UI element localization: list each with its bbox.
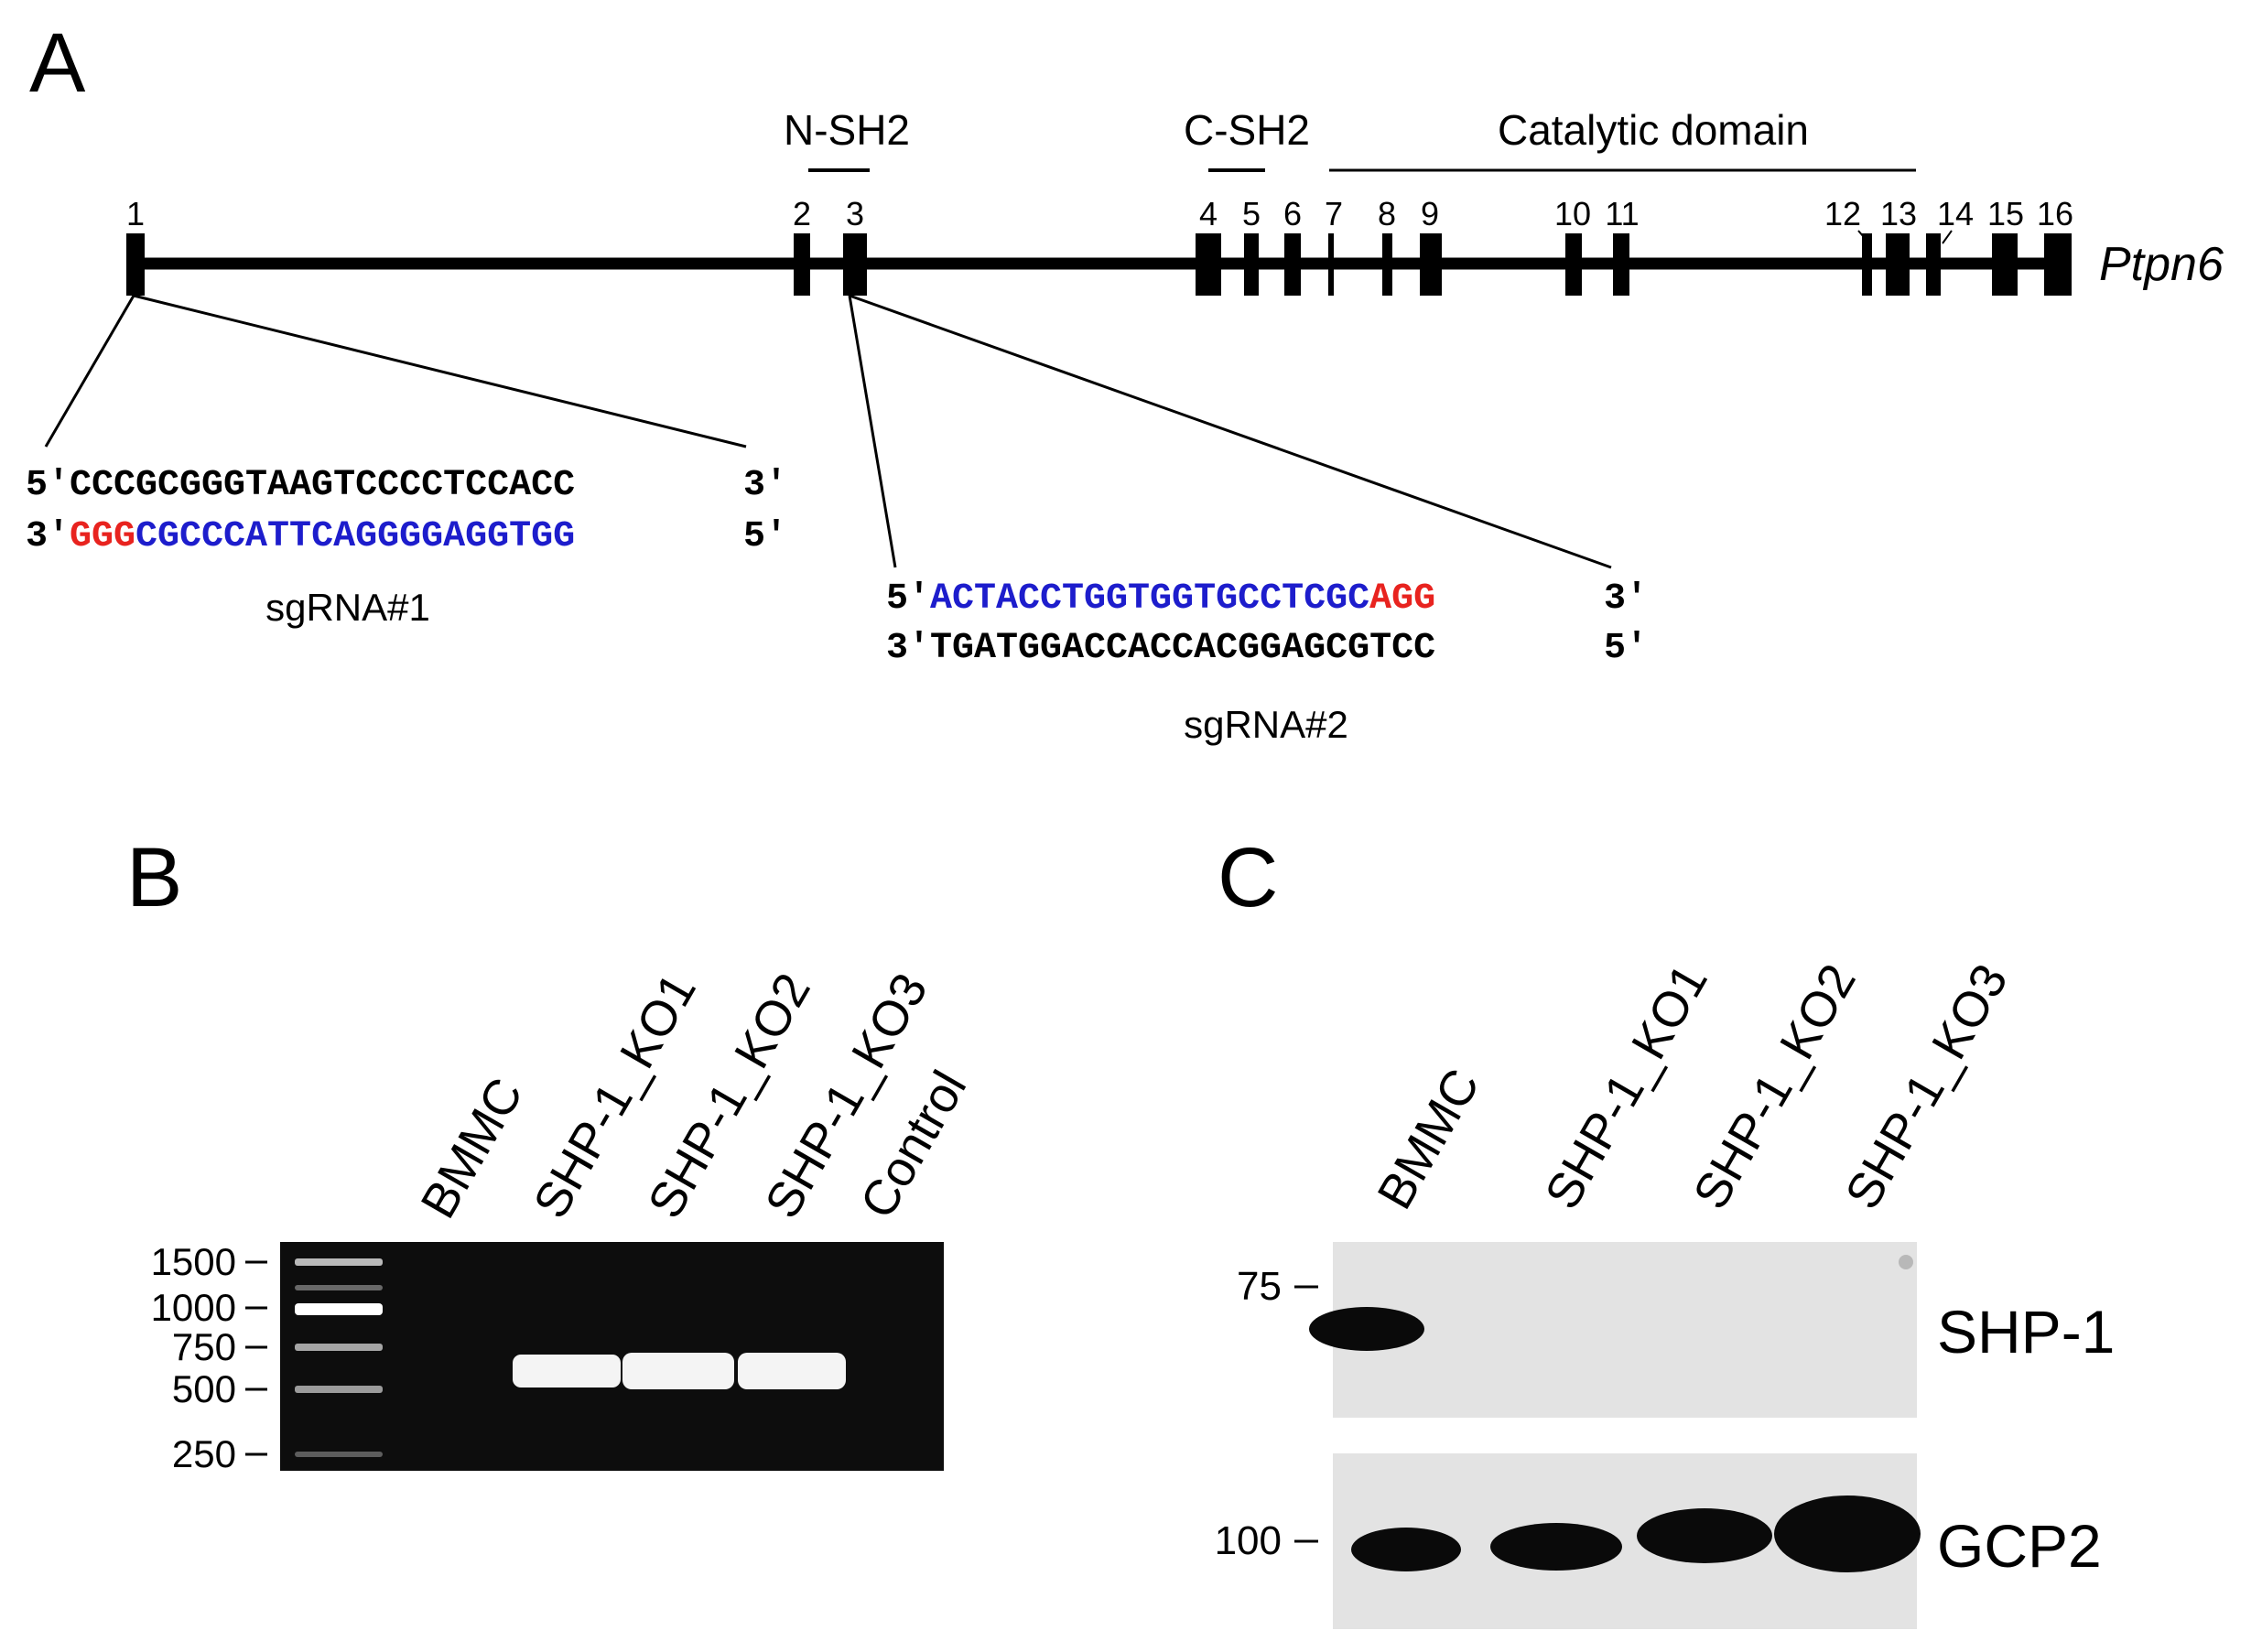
domain-label-c-sh2: C-SH2 [1184, 106, 1310, 154]
sgrna2-target-seq: ACTACCTGGTGGTGCCTCGC [930, 578, 1369, 620]
shp1-blot-artifact [1899, 1255, 1913, 1269]
exon-number-12: 12 [1824, 195, 1861, 232]
exon-4 [1196, 233, 1221, 296]
ladder-label-1000: 1000 [151, 1286, 236, 1329]
zoom-line-sg2-right [849, 294, 1612, 569]
domain-label-catalytic: Catalytic domain [1498, 106, 1809, 154]
exon-number-4: 4 [1199, 195, 1218, 232]
sgrna2-pam: AGG [1369, 578, 1435, 620]
ladder-label-250: 250 [172, 1432, 236, 1475]
sgrna2-top-suffix: 3' [1604, 578, 1648, 620]
sgrna1-top-prefix: 5' [26, 465, 70, 506]
exon-number-6: 6 [1283, 195, 1302, 232]
panel-b-letter: B [126, 831, 182, 924]
gel-band-ko1 [513, 1355, 621, 1387]
exon-number-11: 11 [1605, 195, 1639, 232]
exon-6 [1284, 233, 1301, 296]
zoom-line-sg2-left [848, 295, 897, 568]
sgrna2-bottom-prefix: 3' [886, 628, 930, 669]
exon-number-15: 15 [1987, 195, 2024, 232]
sgrna1-top-strand: 5'CCCGCGGGTAAGTCCCCTCCACC 3' [26, 465, 787, 506]
sgrna1-bottom-prefix: 3' [26, 516, 70, 557]
gcp2-blot-label: GCP2 [1937, 1512, 2102, 1580]
exon-5 [1244, 233, 1259, 296]
gel-band-ko3 [738, 1353, 846, 1389]
ladder-band-1500 [295, 1258, 383, 1266]
exon-number-16: 16 [2037, 195, 2073, 232]
sgrna2-bottom-seq: TGATGGACCACCACGGAGCGTCC [930, 628, 1435, 669]
exon-14-leader [1942, 230, 1953, 244]
sgrna2-label: sgRNA#2 [1184, 703, 1348, 746]
gcp2-band-bmmc [1351, 1528, 1461, 1571]
blot-lane-label-bmmc: BMMC [1367, 1060, 1489, 1218]
ladder-band-1000 [295, 1303, 383, 1315]
exon-16 [2044, 233, 2072, 296]
sgrna2-bottom-strand: 3'TGATGGACCACCACGGAGCGTCC 5' [886, 628, 1648, 669]
sgrna1-bottom-suffix: 5' [743, 516, 787, 557]
exon-number-8: 8 [1378, 195, 1396, 232]
exon-7 [1328, 233, 1334, 296]
exon-15 [1992, 233, 2018, 296]
shp1-blot [1333, 1242, 1917, 1418]
gcp2-band-ko1 [1490, 1523, 1622, 1571]
exon-number-1: 1 [126, 195, 145, 232]
exon-number-10: 10 [1554, 195, 1591, 232]
ladder-band-500 [295, 1386, 383, 1393]
sgrna1-target-seq: CGCCCATTCAGGGGAGGTGG [135, 516, 575, 557]
sgrna1-pam: GGG [70, 516, 135, 557]
sgrna1-bottom-strand: 3'GGGCGCCCATTCAGGGGAGGTGG 5' [26, 516, 787, 557]
sgrna1-top-suffix: 3' [743, 465, 787, 506]
ladder-band-extra [295, 1285, 383, 1290]
sgrna1-label: sgRNA#1 [265, 586, 430, 629]
exon-number-7: 7 [1325, 195, 1343, 232]
exon-number-5: 5 [1242, 195, 1261, 232]
ladder-label-1500: 1500 [151, 1240, 236, 1283]
shp1-band-bmmc [1309, 1307, 1424, 1351]
panel-a-letter: A [29, 16, 86, 110]
exon-number-2: 2 [793, 195, 811, 232]
shp1-marker-label: 75 [1237, 1264, 1282, 1309]
ladder-band-250 [295, 1452, 383, 1457]
gcp2-band-ko2 [1637, 1508, 1772, 1563]
exon-number-14: 14 [1937, 195, 1974, 232]
panel-c-letter: C [1218, 831, 1278, 924]
exon-10 [1565, 233, 1582, 296]
exon-number-3: 3 [846, 195, 864, 232]
blot-lane-label-ko3: SHP-1_KO3 [1834, 956, 2018, 1218]
ladder-label-750: 750 [172, 1325, 236, 1368]
exon-8 [1382, 233, 1392, 296]
sgrna2-top-prefix: 5' [886, 578, 930, 620]
exon-1 [126, 233, 145, 296]
sgrna2-top-strand: 5'ACTACCTGGTGGTGCCTCGCAGG 3' [886, 578, 1648, 620]
exon-14 [1926, 233, 1941, 296]
sgrna2-bottom-suffix: 5' [1604, 628, 1648, 669]
exon-9 [1420, 233, 1442, 296]
shp1-blot-label: SHP-1 [1937, 1298, 2115, 1366]
exon-13 [1886, 233, 1910, 296]
gel-band-ko2 [622, 1353, 734, 1389]
gcp2-band-ko3 [1774, 1495, 1921, 1572]
zoom-line-sg1-right [133, 294, 747, 448]
exon-3 [843, 233, 867, 296]
exon-11 [1613, 233, 1629, 296]
zoom-line-sg1-left [44, 295, 135, 448]
gcp2-marker-label: 100 [1215, 1518, 1282, 1563]
exon-number-9: 9 [1421, 195, 1439, 232]
exon-2 [794, 233, 810, 296]
exon-number-13: 13 [1880, 195, 1917, 232]
domain-label-n-sh2: N-SH2 [784, 106, 910, 154]
exon-12 [1862, 233, 1872, 296]
gel-lane-label-bmmc: BMMC [410, 1069, 533, 1227]
ladder-band-750 [295, 1344, 383, 1351]
ladder-label-500: 500 [172, 1367, 236, 1410]
sgrna1-top-seq: CCCGCGGGTAAGTCCCCTCCACC [70, 465, 575, 506]
gene-name: Ptpn6 [2099, 238, 2224, 291]
